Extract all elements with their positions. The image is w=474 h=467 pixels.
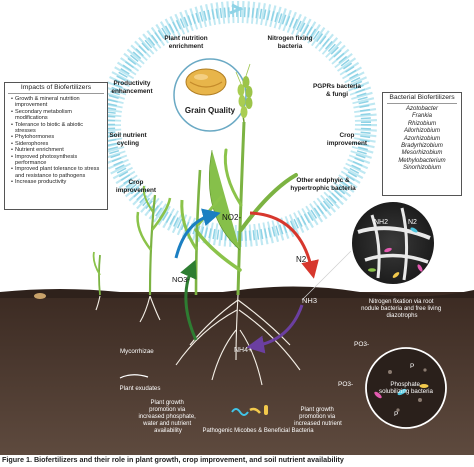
seed-icon bbox=[34, 293, 46, 299]
bacterial-list: Azotobacter Frankia Rhizobium Allorhizob… bbox=[387, 103, 457, 175]
center-label: Grain Quality bbox=[185, 106, 236, 115]
impacts-item: Improved plant tolerance to stress and r… bbox=[11, 166, 101, 179]
figure-caption: Figure 1. Biofertilizers and their role … bbox=[2, 455, 344, 464]
bacterial-item: Methylobacterium bbox=[398, 157, 446, 164]
impacts-item: Phytohormones bbox=[11, 134, 101, 141]
chem-nh2: NH2 bbox=[374, 219, 388, 226]
impacts-item: Tolerance to biotic & abiotic stresses bbox=[11, 122, 101, 135]
impacts-item: Siderophores bbox=[11, 141, 101, 148]
chem-po3-b: PO3- bbox=[338, 381, 353, 388]
wheat-head-icon bbox=[235, 63, 253, 123]
bacterial-box: Bacterial Biofertilizers Azotobacter Fra… bbox=[382, 92, 462, 196]
bacterial-item: Allorhizobium bbox=[403, 128, 440, 135]
bacterial-item: Azotobacter bbox=[405, 106, 439, 112]
biofertilizer-diagram: Grain Quality bbox=[0, 1, 474, 455]
roots bbox=[95, 294, 301, 386]
arrow-to-n2 bbox=[249, 211, 319, 279]
bacterial-item: Rhizobium bbox=[407, 120, 437, 127]
impacts-list: Growth & mineral nutrition improvement S… bbox=[8, 93, 104, 188]
label-nitrogen-fixation: Nitrogen fixation via root nodule bacter… bbox=[361, 299, 443, 319]
bacterial-item: Mesorhizobium bbox=[401, 150, 443, 157]
grain-seed-icon bbox=[185, 68, 227, 96]
cycle-ring bbox=[99, 1, 377, 247]
impacts-item: Nutrient enrichment bbox=[11, 147, 101, 154]
label-mycorrhizae: Mycorrhizae bbox=[120, 348, 154, 355]
chem-po3-a: PO3- bbox=[354, 341, 369, 348]
phosphate-label-line1: Phosphate bbox=[390, 381, 420, 388]
bacterial-item: Bradyrhizobium bbox=[401, 143, 443, 150]
impacts-title: Impacts of Biofertilizers bbox=[20, 84, 92, 91]
label-promotion-left: Plant growth promotion via increased pho… bbox=[138, 400, 197, 434]
ring-arrowhead bbox=[229, 3, 244, 15]
impacts-item: Growth & mineral nutrition improvement bbox=[11, 96, 101, 109]
label-exudates: Plant exudates bbox=[120, 385, 161, 392]
zoom-phosphate: PO3- PO3- P P Phosphate solubilizing bac… bbox=[338, 341, 447, 429]
soil-labels: Mycorrhizae Plant exudates Plant growth … bbox=[119, 299, 443, 434]
bacterial-title: Bacterial Biofertilizers bbox=[389, 94, 455, 101]
chem-n2: N2 bbox=[296, 255, 307, 264]
chem-no2: NO2- bbox=[222, 213, 241, 222]
microbe-icons bbox=[231, 405, 268, 416]
arrow-to-nh4 bbox=[246, 304, 304, 354]
nitrogen-cycle: NO2- N2 NH3 NO3- NH4+ bbox=[172, 208, 319, 354]
grain-quality-badge: Grain Quality bbox=[173, 58, 247, 132]
arrow-to-no2 bbox=[174, 208, 221, 259]
label-endophytic: Other endphyic &hypertrophic bacteria bbox=[290, 177, 356, 192]
chem-n2-zoom: N2 bbox=[408, 219, 417, 226]
chem-p-a: P bbox=[410, 363, 414, 370]
label-pgprs: PGPRs bacteria& fungi bbox=[313, 83, 361, 98]
impacts-item: Increase productivity bbox=[11, 179, 101, 186]
seedling-series bbox=[34, 169, 224, 299]
main-plant bbox=[194, 121, 298, 296]
arrow-to-no3 bbox=[180, 259, 198, 341]
phosphate-label: Phosphate solubilizing bacteria bbox=[379, 381, 434, 395]
chem-nh4: NH4+ bbox=[234, 347, 252, 354]
label-promotion-right: Plant growth promotion via increased nut… bbox=[294, 407, 342, 427]
bacterial-item: Azorhizobium bbox=[403, 135, 441, 142]
phosphate-label-line2: solubilizing bacteria bbox=[379, 388, 434, 395]
impacts-item: Secondary metabolism modifications bbox=[11, 109, 101, 122]
chem-p-b: P bbox=[394, 411, 398, 418]
impacts-box: Impacts of Biofertilizers Growth & miner… bbox=[4, 82, 108, 210]
label-pathogenic: Pathogenic Micobes & Beneficial Bacteria bbox=[202, 428, 314, 434]
bacterial-item: Frankia bbox=[411, 113, 432, 120]
exudates-arrow bbox=[119, 374, 149, 379]
zoom-nitrogen-fixation: NH2 N2 bbox=[301, 200, 436, 301]
impacts-item: Improved photosynthesis performance bbox=[11, 154, 101, 167]
chem-no3: NO3- bbox=[172, 275, 190, 284]
bacterial-item: Sinorhizobium bbox=[402, 165, 442, 172]
chem-nh3: NH3 bbox=[302, 296, 317, 305]
